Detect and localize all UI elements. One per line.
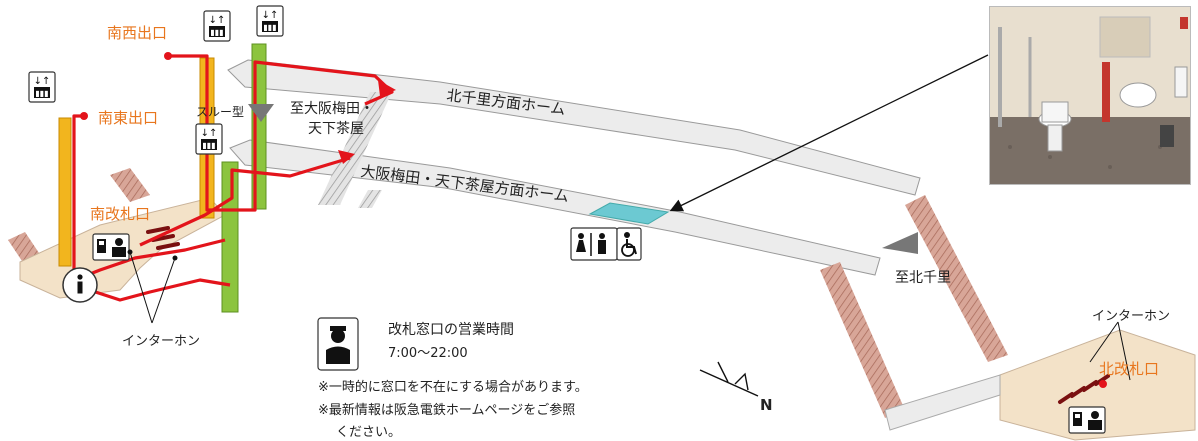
intercom-dot <box>172 255 178 261</box>
svg-text:▮▮▮: ▮▮▮ <box>263 23 276 32</box>
photo-pointer-arrow <box>669 54 989 212</box>
office-hours-time: 7:00～22:00 <box>388 346 468 361</box>
direction-umeda-line1: 至大阪梅田・ <box>290 101 374 117</box>
route-arrow-lower <box>338 150 355 164</box>
elevator-icon: ↓↑ ▮▮▮ <box>203 10 231 42</box>
compass-north-label: N <box>760 396 773 414</box>
route-dot-southeast <box>80 112 88 120</box>
intercom-leaders-north <box>1089 321 1131 381</box>
southeast-exit-label: 南東出口 <box>98 109 158 127</box>
info-icon <box>62 267 98 303</box>
elevator-shaft-southeast <box>58 117 72 267</box>
intercom-leaders-south <box>129 251 176 324</box>
svg-text:↓↑: ↓↑ <box>201 128 218 139</box>
toilet-area <box>588 202 670 225</box>
direction-arrow-kitasenri <box>882 232 918 254</box>
north-ticket-gates <box>1058 374 1110 404</box>
direction-kitasenri: 至北千里 <box>895 270 951 286</box>
station-attendant-icon <box>317 317 359 371</box>
elevator-icon: ↓↑ ▮▮▮ <box>28 71 56 103</box>
svg-text:↓↑: ↓↑ <box>262 10 279 21</box>
elevator-shaft-green-2 <box>221 161 239 313</box>
stairs-north-1 <box>820 262 905 418</box>
toilet-icon <box>570 227 618 261</box>
elevator-icon: ↓↑ ▮▮▮ <box>256 5 284 37</box>
platform-umeda-label: 大阪梅田・天下茶屋方面ホーム <box>360 162 570 205</box>
stairs-center-lower <box>358 190 382 208</box>
intercom-label-south: インターホン <box>122 334 200 349</box>
intercom-label-north: インターホン <box>1092 309 1170 324</box>
svg-text:▮▮▮: ▮▮▮ <box>202 141 215 150</box>
restroom-photo <box>989 6 1191 185</box>
south-ticket-gates <box>146 226 180 250</box>
elevator-icon: ↓↑ ▮▮▮ <box>195 123 223 155</box>
svg-text:▮▮▮: ▮▮▮ <box>35 89 48 98</box>
office-note-2: ※最新情報は阪急電鉄ホームページをご参照 <box>318 402 575 418</box>
compass <box>699 361 759 397</box>
direction-arrow-umeda <box>248 104 274 122</box>
svg-text:↓↑: ↓↑ <box>34 76 51 87</box>
north-ramp <box>884 374 1001 431</box>
north-gate-label: 北改札口 <box>1099 360 1159 378</box>
route-dot-north <box>1099 380 1107 388</box>
intercom-dot <box>127 249 133 255</box>
station-staff-icon <box>92 233 130 261</box>
stairs-south-1 <box>110 168 150 202</box>
south-gate-label: 南改札口 <box>90 205 150 223</box>
route-dot-southwest <box>164 52 172 60</box>
wheelchair-icon <box>616 227 642 261</box>
office-note-3: ください。 <box>336 425 401 440</box>
svg-text:▮▮▮: ▮▮▮ <box>210 28 223 37</box>
stairs-center-upper <box>318 92 392 205</box>
stairs-north-2 <box>905 195 1008 362</box>
direction-umeda-line2: 天下茶屋 <box>308 121 364 137</box>
station-staff-icon <box>1068 406 1106 434</box>
office-hours-title: 改札窓口の営業時間 <box>388 321 514 338</box>
svg-text:↓↑: ↓↑ <box>209 15 226 26</box>
office-note-1: ※一時的に窓口を不在にする場合があります。 <box>318 379 588 395</box>
southwest-exit-label: 南西出口 <box>107 24 167 42</box>
route-arrow-upper <box>378 80 396 96</box>
elevator-type-note: スルー型 <box>196 105 244 119</box>
